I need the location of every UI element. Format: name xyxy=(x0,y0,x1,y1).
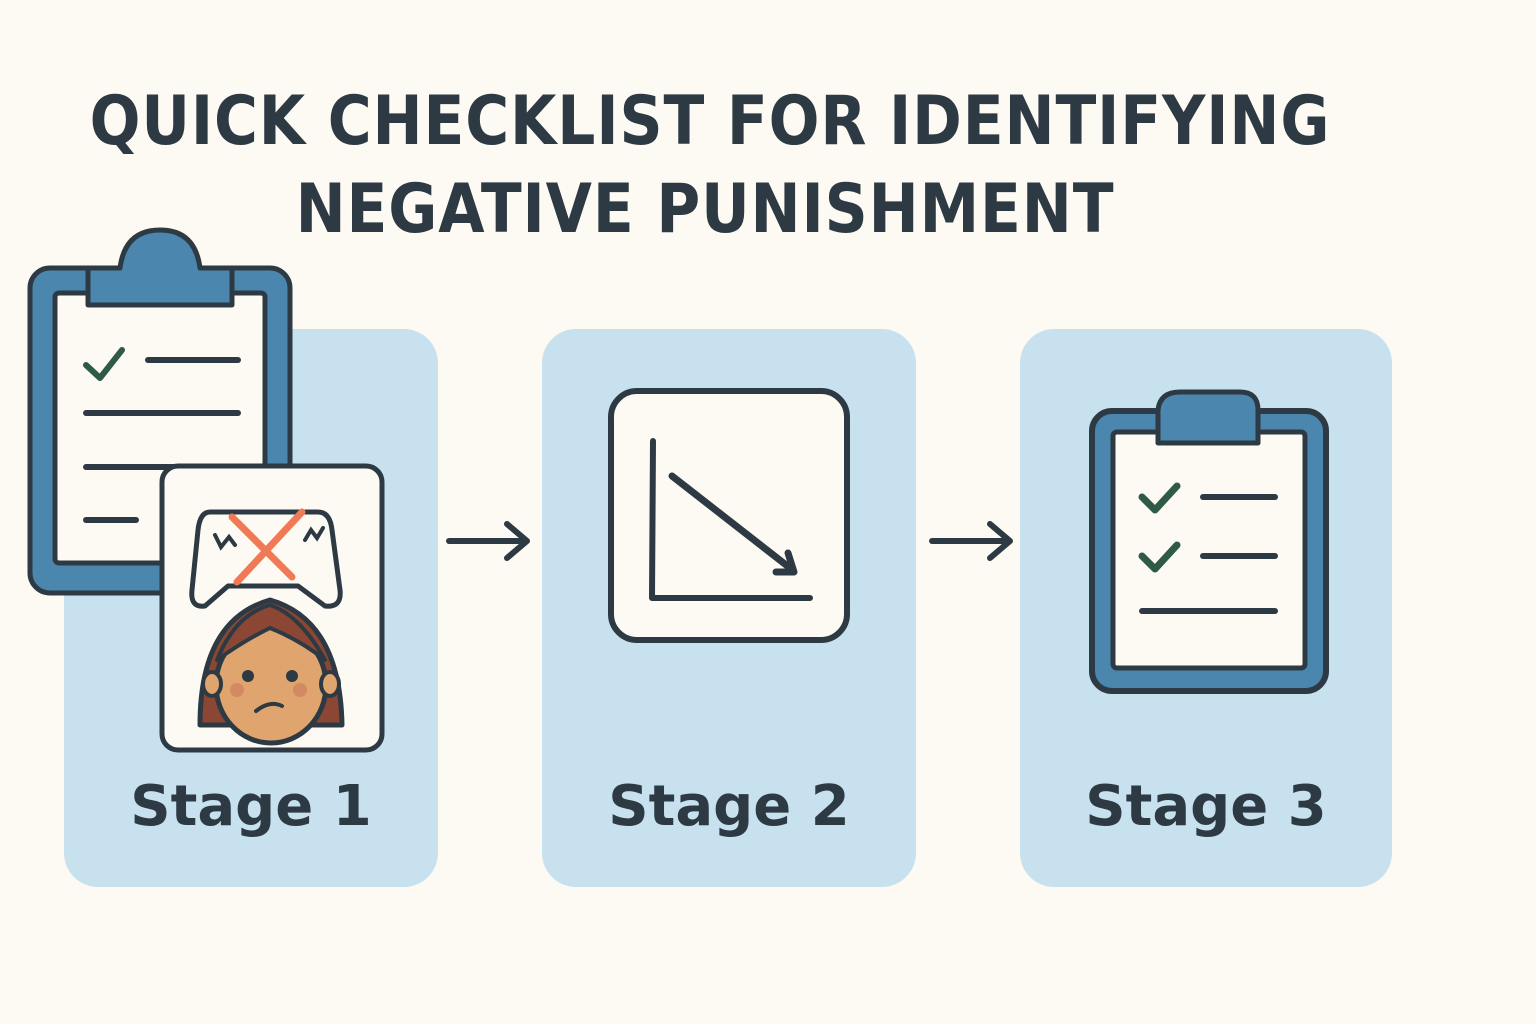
sad-girl-face-icon xyxy=(197,597,345,746)
arrow-right-icon xyxy=(446,521,530,561)
crossed-out-game-controller-icon xyxy=(189,508,343,609)
stage-1-label: Stage 1 xyxy=(130,774,372,839)
stage-3-label: Stage 3 xyxy=(1085,774,1327,839)
stage-2-label: Stage 2 xyxy=(608,774,850,839)
title-line-1: QUICK CHECKLIST FOR IDENTIFYING xyxy=(89,82,1331,161)
title-line-2: NEGATIVE PUNISHMENT xyxy=(295,170,1115,249)
arrow-right-icon xyxy=(929,521,1013,561)
